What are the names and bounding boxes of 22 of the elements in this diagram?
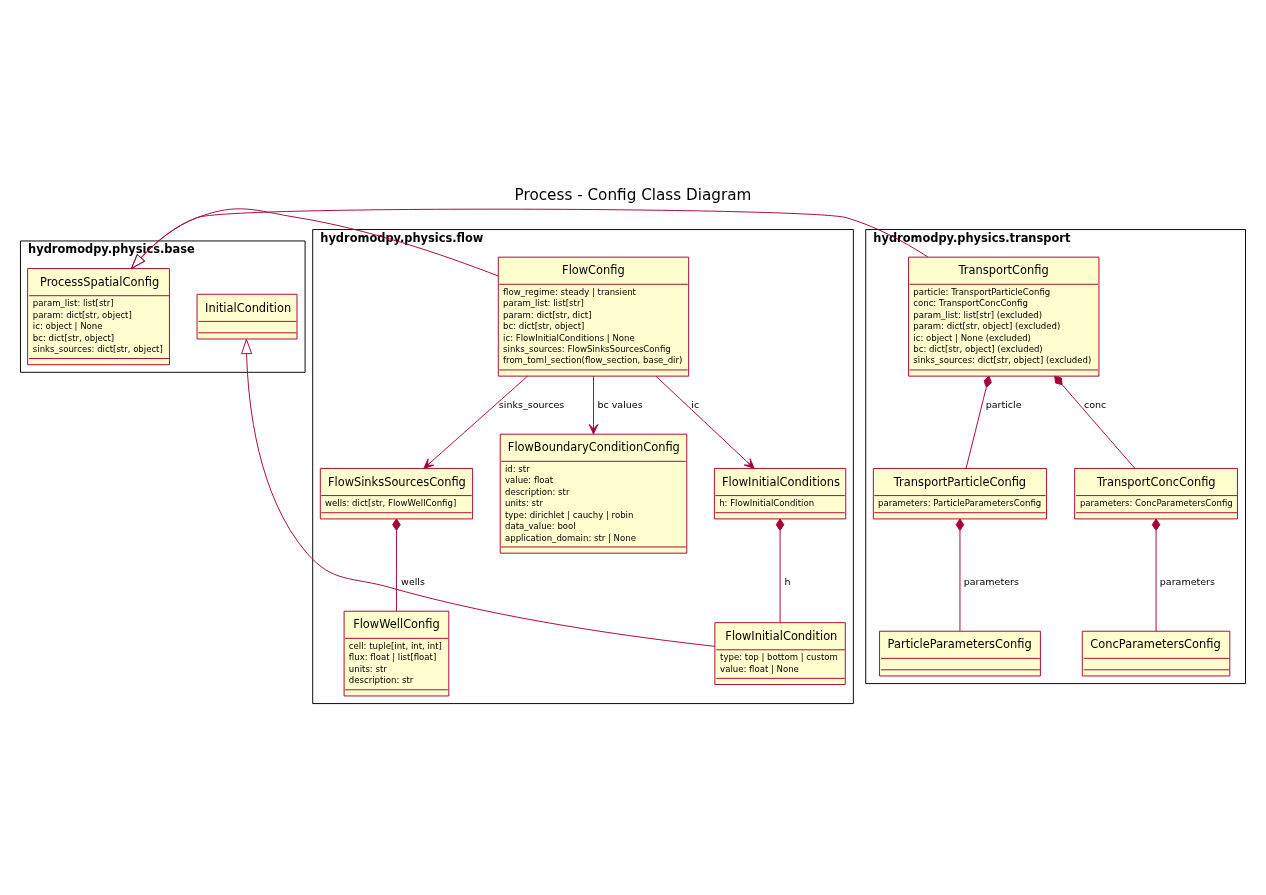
edge-label: bc values <box>597 398 643 410</box>
arrow <box>588 375 599 435</box>
connector <box>392 518 401 612</box>
edge-label: ic <box>691 398 700 410</box>
arrow <box>655 375 755 469</box>
edge-label: particle <box>985 398 1022 410</box>
connector <box>775 518 785 624</box>
edge-label: conc <box>1083 398 1107 410</box>
connector <box>965 375 992 469</box>
arrow <box>241 338 716 647</box>
edge-label: sinks_sources <box>498 398 565 410</box>
connector <box>955 518 965 632</box>
diagram-title: Process - Config Class Diagram <box>514 185 752 204</box>
edge-label: parameters <box>1159 575 1215 587</box>
connector <box>1151 518 1161 632</box>
arrow <box>131 208 499 277</box>
edge-label: parameters <box>963 575 1019 587</box>
arrow <box>423 375 529 469</box>
edge-label: h <box>784 575 791 587</box>
arrow <box>131 208 929 269</box>
edge-label: wells <box>401 575 425 587</box>
connector <box>1054 375 1136 469</box>
